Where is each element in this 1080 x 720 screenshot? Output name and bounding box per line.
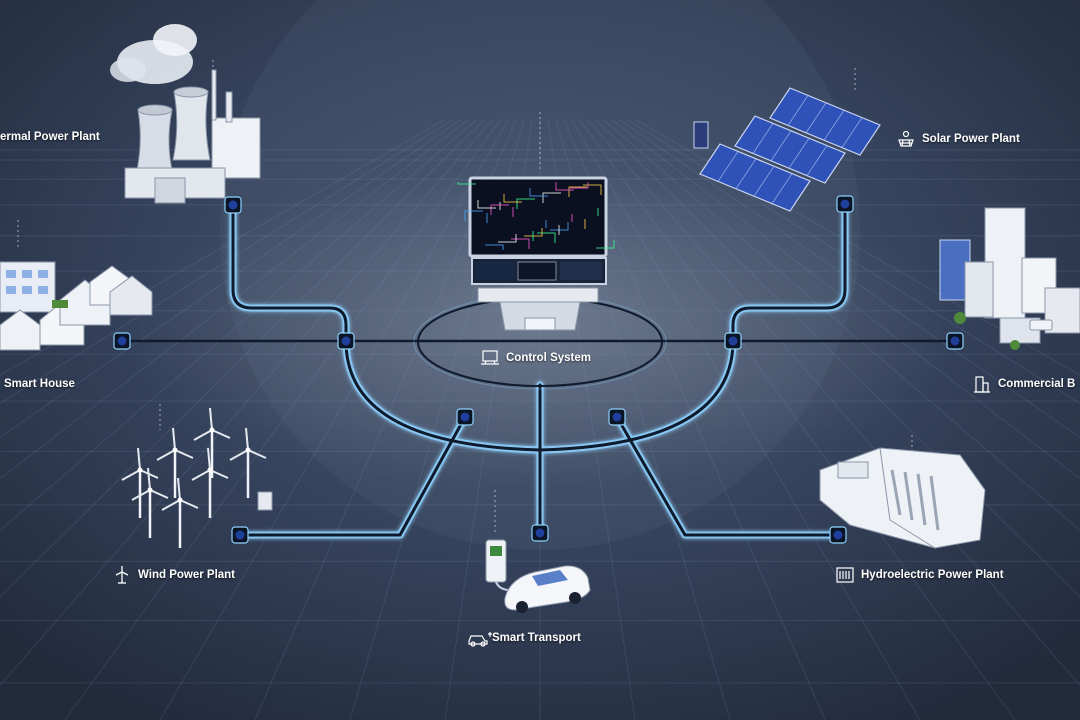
commercial-buildings-label: Commercial B (972, 375, 1075, 393)
connection-nodes (113, 195, 964, 544)
smart-house-illustration (0, 261, 153, 351)
smart-house-label: Smart House (4, 378, 75, 390)
smart-house-text: Smart House (4, 378, 75, 390)
thermal-power-plant-label: ermal Power Plant (0, 131, 100, 143)
solar-power-plant-label: Solar Power Plant (896, 130, 1020, 148)
commercial-buildings-text: Commercial B (998, 378, 1076, 390)
commercial-buildings-illustration (939, 207, 1080, 350)
smart-transport-illustration (485, 539, 591, 613)
computer-monitor-icon (480, 349, 500, 367)
smart-transport-label: Smart Transport (466, 629, 581, 647)
solar-panel-icon (896, 130, 916, 148)
thermal-power-plant-text: ermal Power Plant (0, 131, 100, 143)
electric-car-icon (466, 629, 492, 647)
connection-lines-core (231, 202, 847, 537)
hydroelectric-plant-illustration (819, 447, 986, 549)
control-system-text: Control System (506, 352, 591, 364)
solar-power-plant-text: Solar Power Plant (922, 133, 1020, 145)
solar-power-plant-illustration (693, 87, 881, 212)
hydroelectric-plant-text: Hydroelectric Power Plant (861, 569, 1004, 581)
building-icon (972, 375, 992, 393)
hydroelectric-plant-label: Hydroelectric Power Plant (835, 566, 1004, 584)
smart-transport-text: Smart Transport (492, 632, 581, 644)
thermal-power-plant-illustration (110, 24, 261, 204)
control-system-label: Control System (480, 349, 591, 367)
pin-lines (17, 60, 913, 535)
control-system-illustration (457, 176, 615, 331)
wind-turbine-icon (112, 566, 132, 584)
wind-power-plant-illustration (121, 407, 273, 548)
dam-icon (835, 566, 855, 584)
wind-power-plant-text: Wind Power Plant (138, 569, 236, 581)
wind-power-plant-label: Wind Power Plant (112, 566, 235, 584)
